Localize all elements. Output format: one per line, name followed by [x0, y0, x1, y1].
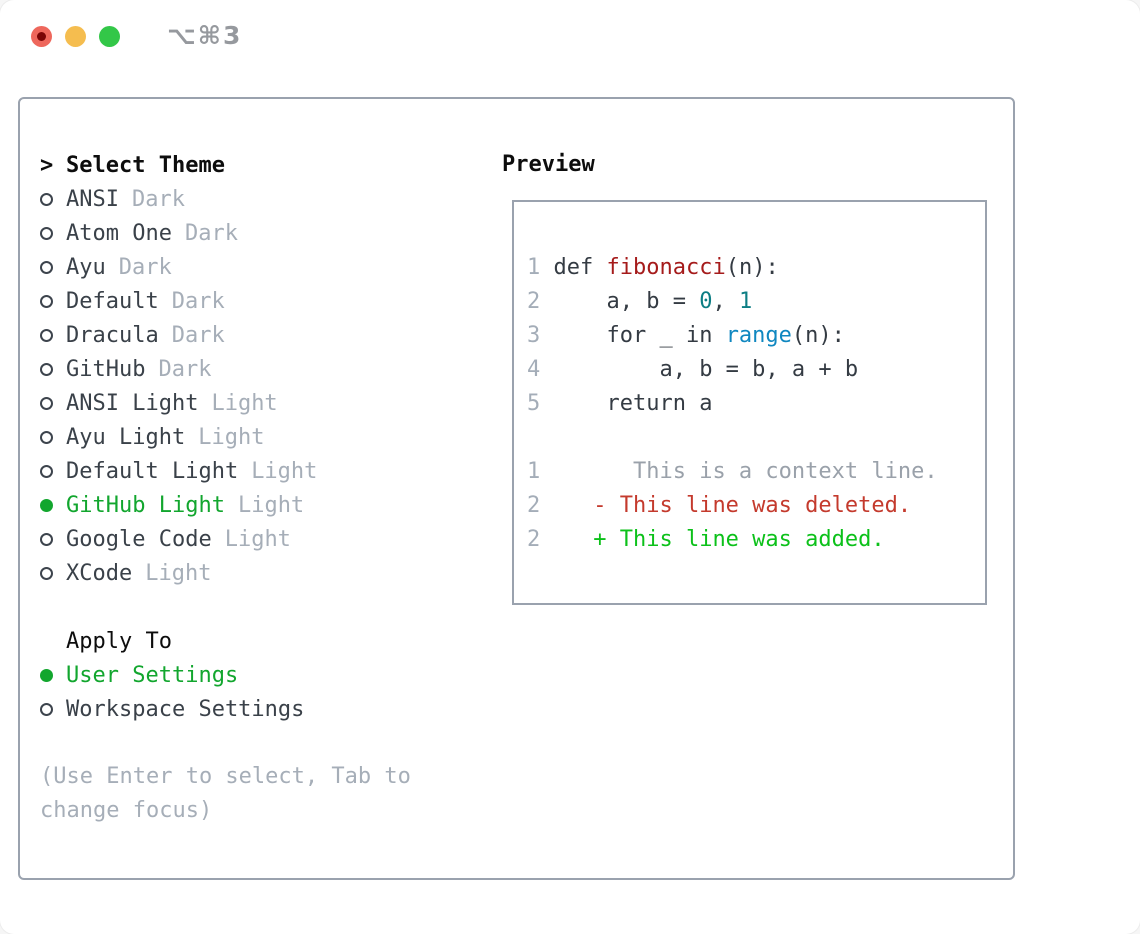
radio-icon: [40, 430, 66, 444]
theme-name: Atom One: [66, 220, 172, 246]
code-line: 3 for _ in range(n):: [527, 323, 845, 348]
theme-name: GitHub Light: [66, 492, 225, 518]
code-line: [527, 421, 985, 455]
radio-icon: [40, 260, 66, 274]
apply-to-title: Apply To: [66, 628, 172, 654]
code-line: 5 return a: [527, 391, 713, 416]
code-line: 1 This is a context line.: [527, 459, 938, 484]
radio-icon: [40, 294, 66, 308]
theme-option-ansi[interactable]: ANSI Dark: [40, 182, 490, 216]
preview-code-box: 1 def fibonacci(n): 2 a, b = 0, 1 3 for _ …: [512, 200, 987, 605]
apply-option-user-settings[interactable]: User Settings: [40, 658, 490, 692]
theme-name: Ayu: [66, 254, 106, 280]
theme-name: GitHub: [66, 356, 146, 382]
theme-option-ayu[interactable]: Ayu Dark: [40, 250, 490, 284]
theme-name: Google Code: [66, 526, 212, 552]
theme-option-google-code[interactable]: Google Code Light: [40, 522, 490, 556]
preview-title: Preview: [502, 152, 595, 177]
spacer: [40, 726, 490, 760]
radio-icon: [40, 192, 66, 206]
radio-icon: [40, 464, 66, 478]
theme-name: Dracula: [66, 322, 159, 348]
theme-name: XCode: [66, 560, 133, 586]
theme-variant-tag: Light: [237, 492, 305, 518]
apply-option-workspace-settings[interactable]: Workspace Settings: [40, 692, 490, 726]
theme-variant-tag: Light: [251, 458, 318, 484]
theme-option-xcode[interactable]: XCode Light: [40, 556, 490, 590]
theme-option-ansi-light[interactable]: ANSI Light Light: [40, 386, 490, 420]
cursor-arrow-icon: >: [40, 152, 54, 178]
theme-variant-tag: Dark: [171, 288, 225, 314]
line-number: 2: [527, 289, 554, 314]
theme-variant-tag: Dark: [184, 220, 238, 246]
window-shortcut-label: ⌥⌘3: [167, 21, 243, 50]
radio-icon: [40, 566, 66, 580]
code-line: 4 a, b = b, a + b: [527, 357, 859, 382]
radio-icon: [40, 328, 66, 342]
code-line: 1 def fibonacci(n):: [527, 255, 779, 280]
code-line: 2 + This line was added.: [527, 527, 885, 552]
line-number: 1: [527, 255, 554, 280]
radio-icon: [40, 702, 66, 716]
theme-name: Default: [66, 288, 159, 314]
theme-variant-tag: Light: [145, 560, 212, 586]
theme-variant-tag: Light: [211, 390, 278, 416]
line-number: 5: [527, 391, 554, 416]
apply-option-label: User Settings: [66, 662, 239, 688]
radio-icon: [40, 532, 66, 546]
theme-option-dracula[interactable]: Dracula Dark: [40, 318, 490, 352]
theme-variant-tag: Dark: [131, 186, 185, 212]
theme-option-default-light[interactable]: Default Light Light: [40, 454, 490, 488]
apply-option-label: Workspace Settings: [66, 696, 305, 722]
radio-icon: [40, 362, 66, 376]
theme-option-atom-one[interactable]: Atom One Dark: [40, 216, 490, 250]
keyboard-hint: (Use Enter to select, Tab to change focu…: [40, 764, 411, 823]
theme-option-github-light[interactable]: GitHub Light Light: [40, 488, 490, 522]
line-number: 1: [527, 459, 554, 484]
theme-variant-tag: Dark: [118, 254, 172, 280]
line-number: 2: [527, 493, 554, 518]
theme-name: Ayu Light: [66, 424, 186, 450]
theme-name: Default Light: [66, 458, 239, 484]
apply-to-heading: Apply To: [40, 624, 490, 658]
radio-selected-icon: [40, 498, 66, 512]
line-number: 3: [527, 323, 554, 348]
radio-icon: [40, 226, 66, 240]
theme-option-github[interactable]: GitHub Dark: [40, 352, 490, 386]
code-line: 2 a, b = 0, 1: [527, 289, 753, 314]
theme-variant-tag: Dark: [158, 356, 212, 382]
unsaved-dot-icon: [37, 32, 46, 41]
close-button[interactable]: [31, 26, 52, 47]
theme-name: ANSI Light: [66, 390, 199, 416]
theme-variant-tag: Light: [198, 424, 265, 450]
spacer: [40, 590, 490, 624]
theme-option-default[interactable]: Default Dark: [40, 284, 490, 318]
select-theme-title: Select Theme: [66, 152, 225, 178]
line-number: 2: [527, 527, 554, 552]
minimize-button[interactable]: [65, 26, 86, 47]
theme-name: ANSI: [66, 186, 119, 212]
theme-variant-tag: Light: [224, 526, 291, 552]
radio-selected-icon: [40, 668, 66, 682]
zoom-button[interactable]: [99, 26, 120, 47]
code-line: 2 - This line was deleted.: [527, 493, 912, 518]
select-theme-heading: > Select Theme: [40, 148, 490, 182]
theme-variant-tag: Dark: [171, 322, 225, 348]
radio-icon: [40, 396, 66, 410]
line-number: 4: [527, 357, 554, 382]
theme-option-ayu-light[interactable]: Ayu Light Light: [40, 420, 490, 454]
